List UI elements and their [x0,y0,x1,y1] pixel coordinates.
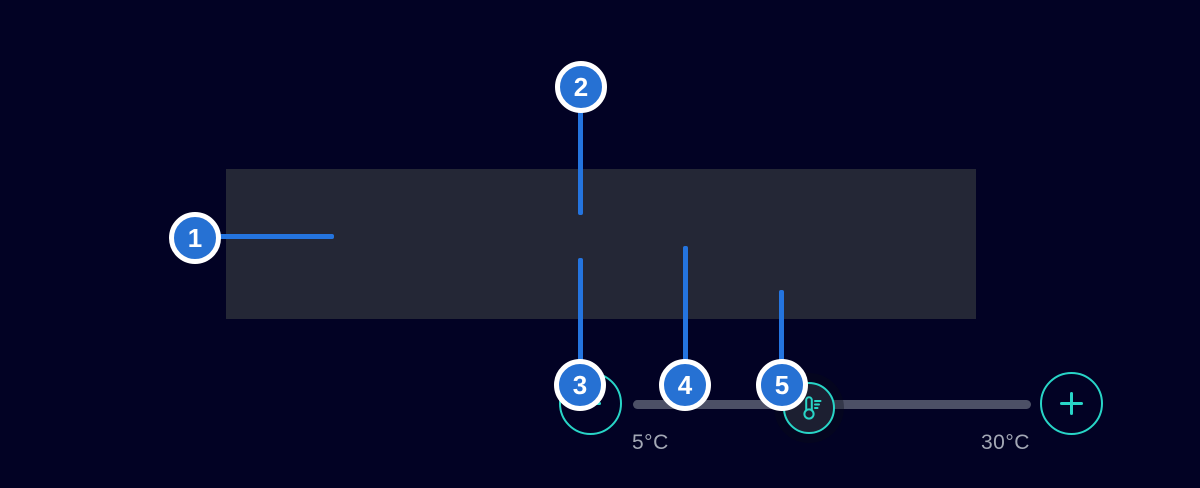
callout-line-4 [683,246,688,361]
max-temp-label: 30°C [981,431,1030,454]
min-temp-label: 5°C [632,431,669,454]
temperature-control-panel: 5°C 30°C [226,169,1103,454]
callout-line-1 [218,234,334,239]
callout-line-2 [578,110,583,215]
callout-badge-3: 3 [554,359,606,411]
thermometer-icon [803,396,822,420]
callout-line-3 [578,258,583,361]
plus-icon [1060,392,1083,415]
callout-line-5 [779,290,784,361]
callout-badge-1: 1 [169,212,221,264]
callout-badge-5: 5 [756,359,808,411]
callout-badge-2: 2 [555,61,607,113]
increase-temp-button[interactable] [1040,372,1103,435]
callout-badge-4: 4 [659,359,711,411]
